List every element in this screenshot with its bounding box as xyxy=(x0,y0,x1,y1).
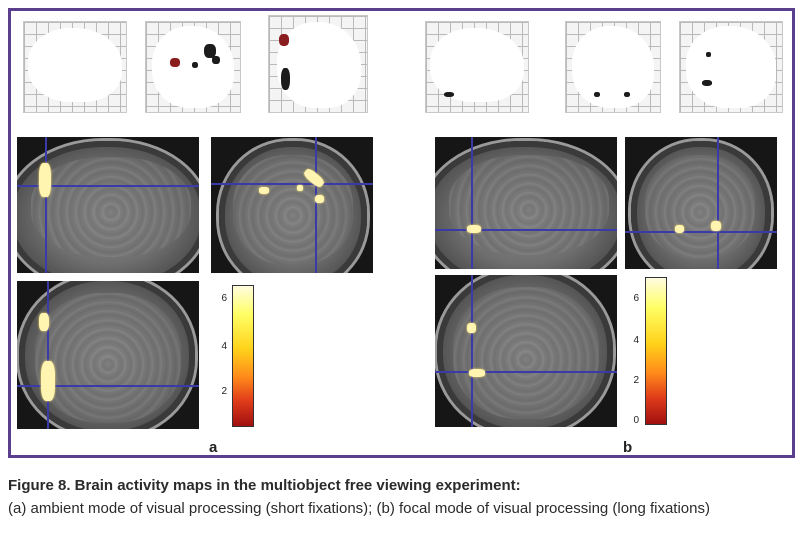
mri-coronal-b xyxy=(625,137,777,269)
colorbar-a xyxy=(232,285,254,427)
glass-brain-coronal-b xyxy=(565,21,661,113)
glass-brain-axial-a xyxy=(268,15,368,113)
mri-axial-b xyxy=(435,275,617,427)
figure-frame: 6 4 2 6 4 2 0 a b xyxy=(8,8,795,458)
colorbar-b-tick-6: 6 xyxy=(633,293,639,304)
glass-brain-axial-b xyxy=(679,21,783,113)
glass-brain-sagittal-a xyxy=(23,21,127,113)
colorbar-a-tick-4: 4 xyxy=(221,341,227,352)
mri-sagittal-a xyxy=(17,137,199,273)
figure-caption-body: (a) ambient mode of visual processing (s… xyxy=(8,500,710,517)
panel-label-b: b xyxy=(623,439,633,456)
colorbar-b xyxy=(645,277,667,425)
colorbar-b-tick-4: 4 xyxy=(633,335,639,346)
mri-axial-a xyxy=(17,281,199,429)
mri-sagittal-b xyxy=(435,137,617,269)
mri-coronal-a xyxy=(211,137,373,273)
colorbar-a-tick-2: 2 xyxy=(221,386,227,397)
glass-brain-sagittal-b xyxy=(425,21,529,113)
colorbar-a-tick-6: 6 xyxy=(221,293,227,304)
glass-brain-coronal-a xyxy=(145,21,241,113)
colorbar-b-tick-2: 2 xyxy=(633,375,639,386)
panel-label-a: a xyxy=(209,439,218,456)
figure-caption-title: Figure 8. Brain activity maps in the mul… xyxy=(8,477,521,494)
colorbar-b-tick-0: 0 xyxy=(633,415,639,426)
